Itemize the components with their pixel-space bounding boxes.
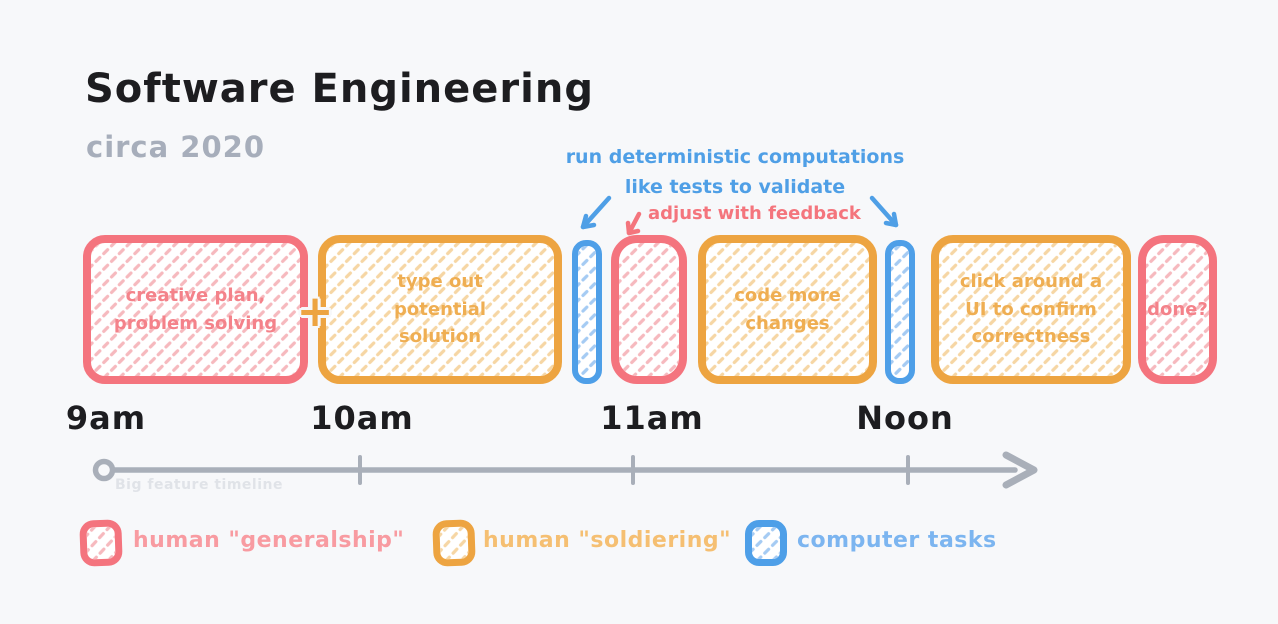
tick-label-10am: 10am (310, 399, 414, 437)
hatch-fill (619, 243, 679, 376)
hatch-fill (752, 527, 780, 559)
blue-arrow-right-icon (869, 195, 899, 228)
timeline-axis (92, 451, 1038, 489)
block-label: code more changes (734, 284, 841, 334)
hatch-fill (706, 243, 869, 376)
hatch-fill (439, 526, 469, 560)
tick-label-noon: Noon (856, 399, 954, 437)
computer-tasks-note-line1: run deterministic computations (565, 146, 905, 168)
block-label: type out potential solution (394, 270, 486, 348)
feedback-note: adjust with feedback (648, 203, 861, 224)
computer-tasks-note: run deterministic computations like test… (540, 142, 930, 202)
block-type-out-solution: type out potential solution (318, 235, 562, 384)
block-label: done? (1147, 298, 1208, 320)
block-label: click around a UI to confirm correctness (959, 270, 1103, 348)
legend-label-generalship: human "generalship" (133, 528, 405, 553)
block-code-more-changes: code more changes (698, 235, 877, 384)
tick-label-11am: 11am (600, 399, 704, 437)
hatch-fill (326, 243, 554, 376)
hatch-fill (1146, 243, 1209, 376)
plus-sign: + (296, 286, 334, 337)
hatch-fill (891, 246, 909, 378)
hatch-fill (939, 243, 1123, 376)
block-creative-plan: creative plan, problem solving (83, 235, 308, 384)
hatch-fill (578, 246, 596, 378)
timeline-arrowhead (1002, 451, 1038, 489)
block-computer-task-1 (572, 240, 602, 384)
legend-chip-generalship (79, 519, 123, 567)
feedback-arrow-icon (625, 211, 642, 236)
annotation-arrows (580, 195, 899, 236)
tick-label-9am: 9am (65, 399, 147, 437)
block-computer-task-2 (885, 240, 915, 384)
timeline-start-circle (92, 458, 116, 482)
block-click-around-ui: click around a UI to confirm correctness (931, 235, 1131, 384)
page-subtitle: circa 2020 (86, 130, 266, 164)
legend-chip-computer (745, 520, 787, 566)
computer-tasks-note-line2: like tests to validate (624, 176, 846, 198)
blue-arrow-left-icon (580, 195, 612, 230)
hatch-fill (91, 243, 300, 376)
legend-label-computer: computer tasks (797, 528, 997, 553)
hatch-fill (86, 526, 116, 560)
timeline-caption: Big feature timeline (115, 477, 283, 493)
legend-chip-soldiering (432, 519, 476, 567)
block-adjust-feedback (611, 235, 687, 384)
legend-label-soldiering: human "soldiering" (483, 528, 732, 553)
block-label: creative plan, problem solving (113, 284, 278, 334)
page-title: Software Engineering (85, 66, 594, 112)
block-done: done? (1138, 235, 1217, 384)
